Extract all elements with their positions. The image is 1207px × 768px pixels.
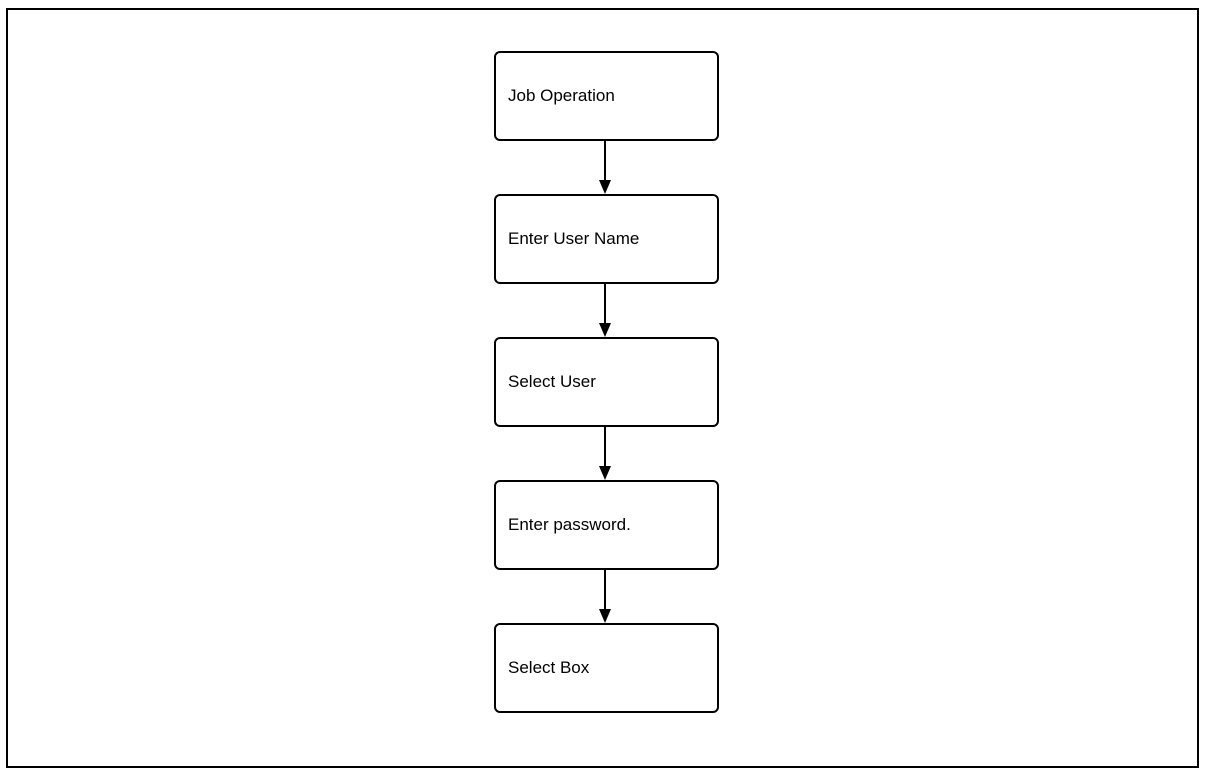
arrow-down-icon bbox=[599, 427, 611, 480]
arrow-down-icon bbox=[599, 284, 611, 337]
step-label: Job Operation bbox=[508, 86, 615, 105]
step-label: Enter User Name bbox=[508, 229, 640, 248]
step-label: Enter password. bbox=[508, 515, 631, 534]
step-enter-user-name: Enter User Name bbox=[494, 194, 719, 284]
step-select-user: Select User bbox=[494, 337, 719, 427]
step-select-box: Select Box bbox=[494, 623, 719, 713]
step-job-operation: Job Operation bbox=[494, 51, 719, 141]
step-label: Select User bbox=[508, 372, 596, 391]
arrow-down-icon bbox=[599, 141, 611, 194]
step-enter-password: Enter password. bbox=[494, 480, 719, 570]
arrow-down-icon bbox=[599, 570, 611, 623]
step-label: Select Box bbox=[508, 658, 590, 677]
